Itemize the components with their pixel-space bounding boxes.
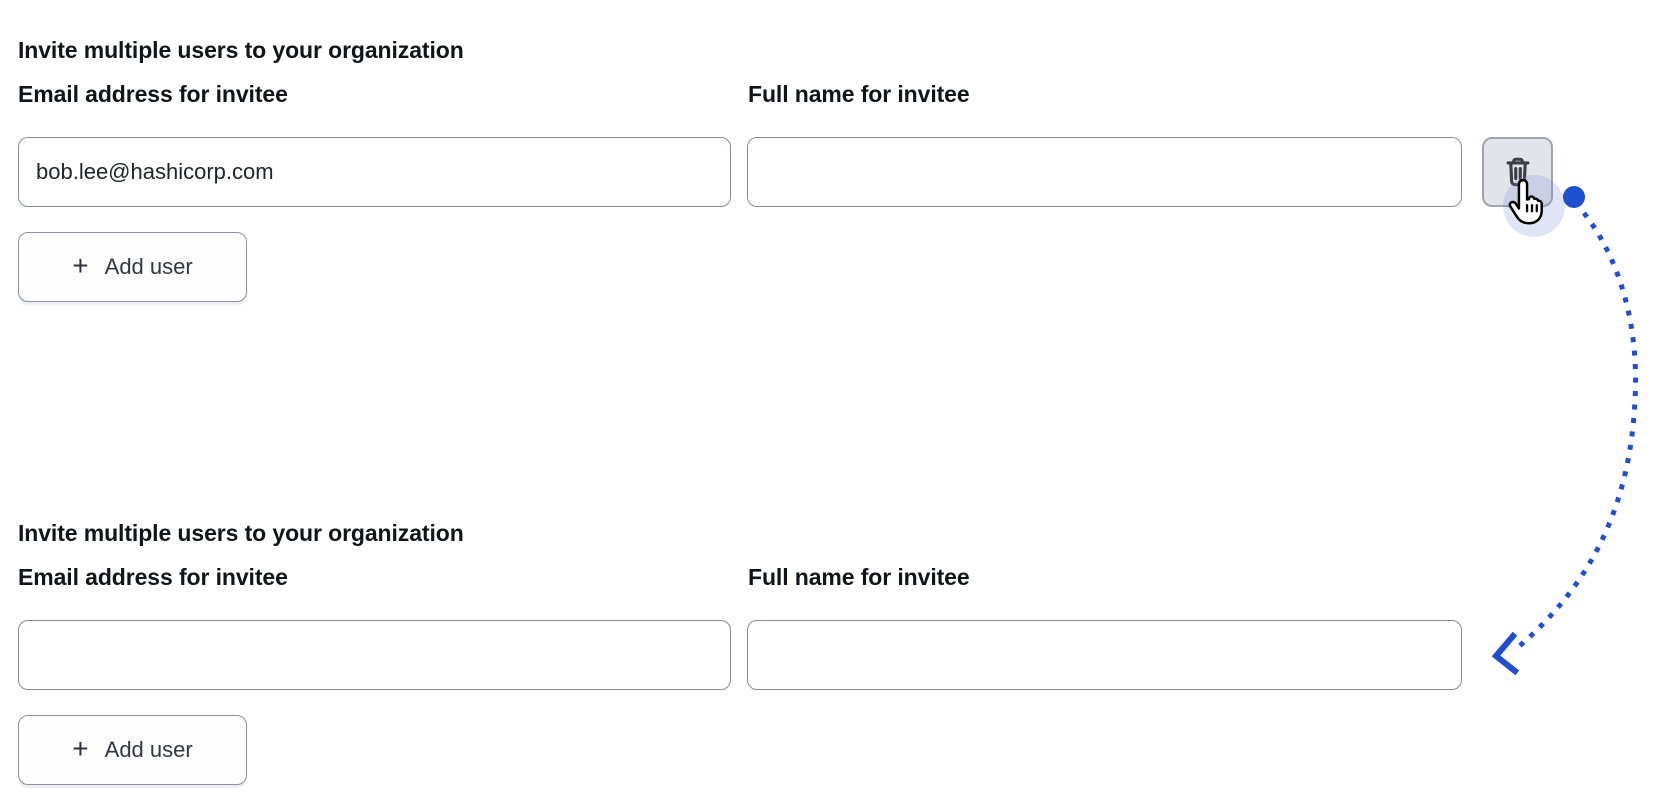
form-heading: Invite multiple users to your organizati… <box>18 37 464 64</box>
add-user-button-label: Add user <box>104 737 193 762</box>
add-user-button-label: Add user <box>104 254 193 279</box>
full-name-input[interactable] <box>747 620 1462 690</box>
full-name-label: Full name for invitee <box>748 81 970 107</box>
email-input[interactable] <box>18 137 731 207</box>
delete-row-button[interactable] <box>1482 137 1553 207</box>
full-name-label: Full name for invitee <box>748 564 970 590</box>
invite-form-before: Invite multiple users to your organizati… <box>0 0 1672 310</box>
email-label: Email address for invitee <box>18 564 288 590</box>
plus-icon: + <box>72 732 89 764</box>
invite-form-after: Invite multiple users to your organizati… <box>0 483 1672 793</box>
email-label: Email address for invitee <box>18 81 288 107</box>
email-input[interactable] <box>18 620 731 690</box>
full-name-input[interactable] <box>747 137 1462 207</box>
plus-icon: + <box>72 249 89 281</box>
trash-icon <box>1501 154 1535 190</box>
add-user-button[interactable]: + Add user <box>18 715 247 785</box>
add-user-button[interactable]: + Add user <box>18 232 247 302</box>
form-heading: Invite multiple users to your organizati… <box>18 520 464 547</box>
